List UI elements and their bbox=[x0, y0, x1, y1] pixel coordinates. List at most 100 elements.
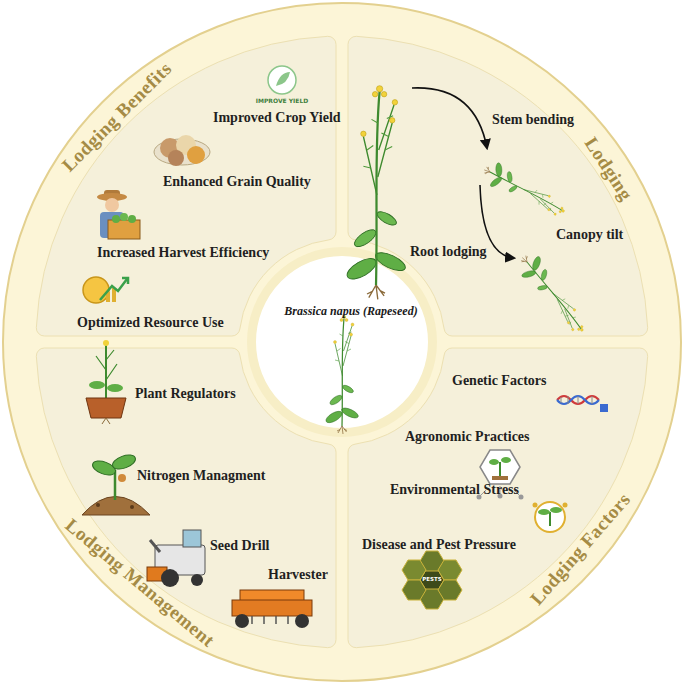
seed-drill-icon bbox=[232, 590, 312, 628]
potted-plant-icon bbox=[96, 350, 117, 380]
lodging-quadrant: LodgingStem bendingRoot lodgingCanopy ti… bbox=[342, 0, 685, 342]
quadrant-panel bbox=[342, 0, 685, 342]
agronomy-icon bbox=[489, 459, 499, 465]
farmer-icon bbox=[112, 215, 120, 223]
resource-coin-icon bbox=[100, 279, 127, 300]
item-label: Disease and Pest Pressure bbox=[362, 537, 516, 553]
seed-drill-icon bbox=[295, 614, 309, 628]
rapeseed-plant bbox=[324, 315, 359, 434]
item-label: Stem bending bbox=[492, 112, 574, 128]
agronomy-icon bbox=[480, 486, 520, 496]
agronomy-icon bbox=[477, 495, 482, 500]
seedling-soil-icon bbox=[111, 452, 138, 471]
lodging-arrow bbox=[412, 88, 487, 148]
combine-icon bbox=[191, 574, 203, 586]
agronomy-icon bbox=[501, 457, 511, 463]
dna-icon bbox=[600, 404, 608, 412]
icon-text: PESTS bbox=[422, 577, 441, 583]
farmer-icon bbox=[105, 198, 119, 212]
resource-coin-icon bbox=[83, 277, 128, 303]
resource-coin-icon bbox=[122, 278, 128, 284]
combine-icon bbox=[161, 569, 179, 587]
agronomy-icon bbox=[480, 450, 520, 484]
item-label: Root lodging bbox=[410, 244, 487, 260]
agronomy-icon bbox=[492, 476, 508, 480]
benefits-quadrant: Lodging BenefitsImproved Crop YieldEnhan… bbox=[0, 0, 342, 342]
quadrant-panel-shape bbox=[348, 348, 648, 648]
environment-icon bbox=[550, 507, 562, 513]
pest-hexagon-icon bbox=[402, 580, 426, 600]
item-label: Plant Regulators bbox=[135, 386, 236, 402]
lodging-arrow bbox=[480, 185, 514, 258]
seedling-soil-icon bbox=[118, 474, 126, 482]
agronomy-icon bbox=[499, 462, 501, 476]
grain-plate-icon bbox=[168, 150, 184, 166]
seedling-soil-icon bbox=[114, 470, 117, 500]
management-quadrant: Lodging ManagementPlant RegulatorsNitrog… bbox=[0, 342, 342, 685]
farmer-icon bbox=[97, 190, 140, 239]
item-label: Enhanced Grain Quality bbox=[163, 174, 311, 190]
item-label: Seed Drill bbox=[210, 538, 270, 554]
item-label: Increased Harvest Efficiency bbox=[97, 245, 269, 261]
item-label: Agronomic Practices bbox=[405, 429, 530, 445]
farmer-icon bbox=[108, 220, 140, 239]
potted-plant-icon bbox=[105, 345, 107, 398]
potted-plant-icon bbox=[89, 381, 105, 389]
quadrant-panel-shape bbox=[36, 348, 336, 648]
pest-hexagon-icon bbox=[402, 551, 462, 609]
resource-coin-icon bbox=[83, 277, 109, 303]
seedling-soil-icon bbox=[91, 458, 118, 477]
quadrant-panel bbox=[0, 0, 342, 342]
pest-hexagon-icon bbox=[438, 580, 462, 600]
agronomy-icon bbox=[498, 494, 503, 499]
seedling-soil-icon bbox=[96, 503, 100, 507]
factors-quadrant: Lodging FactorsGenetic FactorsAgronomic … bbox=[342, 342, 685, 685]
combine-icon bbox=[147, 530, 205, 587]
dna-icon bbox=[561, 396, 592, 404]
potted-plant-icon bbox=[107, 384, 123, 392]
agronomy-icon bbox=[519, 495, 524, 500]
item-label: Improved Crop Yield bbox=[213, 110, 341, 126]
potted-plant-icon bbox=[102, 418, 110, 424]
environment-icon bbox=[549, 512, 551, 526]
potted-plant-icon bbox=[86, 340, 126, 424]
combine-icon bbox=[183, 530, 201, 547]
farmer-icon bbox=[128, 215, 136, 223]
quadrant-panel bbox=[342, 342, 685, 685]
dna-icon bbox=[557, 396, 599, 404]
agronomy-icon bbox=[477, 450, 524, 500]
item-label: Genetic Factors bbox=[452, 373, 546, 389]
seedling-soil-icon bbox=[82, 452, 150, 515]
icon-text: IMPROVE YIELD bbox=[256, 98, 308, 104]
seed-drill-icon bbox=[235, 614, 249, 628]
quadrant-panel-shape bbox=[348, 36, 648, 336]
potted-plant-icon bbox=[86, 398, 126, 418]
seed-drill-icon bbox=[240, 616, 300, 624]
yield-icon bbox=[268, 66, 296, 94]
potted-plant-icon bbox=[103, 340, 109, 346]
grain-plate-icon bbox=[154, 135, 210, 166]
environment-icon bbox=[535, 502, 565, 532]
seedling-soil-icon bbox=[130, 505, 134, 509]
item-label: Nitrogen Managment bbox=[137, 468, 265, 484]
farmer-icon bbox=[120, 213, 128, 221]
quadrant-panel-shape bbox=[36, 36, 336, 336]
grain-plate-icon bbox=[187, 146, 205, 164]
item-label: Harvester bbox=[268, 567, 328, 583]
seed-drill-icon bbox=[232, 600, 312, 616]
item-label: Optimized Resource Use bbox=[77, 315, 224, 331]
environment-icon bbox=[538, 509, 550, 515]
outer-ring bbox=[3, 3, 681, 681]
environment-icon bbox=[533, 502, 568, 532]
item-label: Environmental Stress bbox=[390, 482, 519, 498]
combine-icon bbox=[150, 540, 160, 552]
upright-plant bbox=[344, 86, 408, 300]
environment-icon bbox=[533, 503, 538, 508]
stem-bent-plant bbox=[478, 157, 571, 222]
tilted-plant bbox=[512, 248, 595, 339]
environment-icon bbox=[563, 503, 568, 508]
item-label: Canopy tilt bbox=[556, 227, 623, 243]
